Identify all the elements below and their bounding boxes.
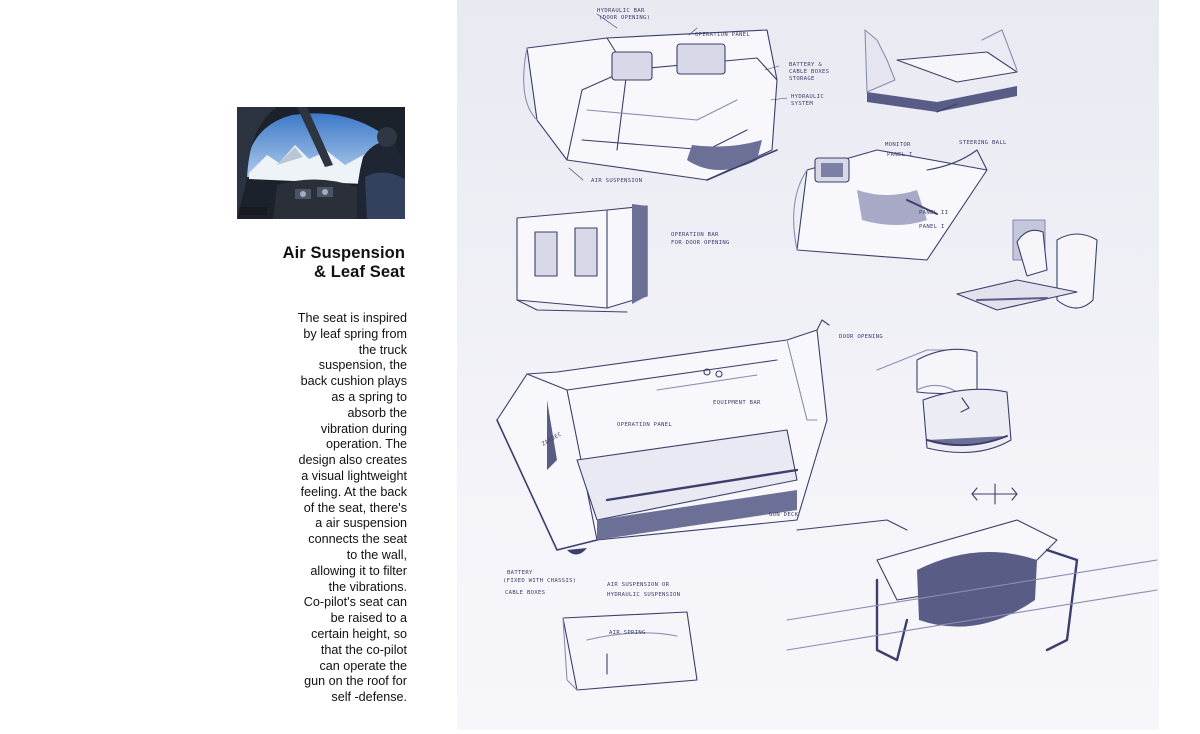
- label-equipment-bar: EQUIPMENT BAR: [713, 400, 761, 406]
- label-panel-1: PANEL I: [887, 152, 913, 158]
- label-cable-boxes: CABLE BOXES: [789, 69, 829, 75]
- paragraph-line: design also creates: [298, 453, 407, 468]
- title-line-2: & Leaf Seat: [314, 263, 405, 281]
- paragraph-line: vibration during: [320, 421, 407, 436]
- label-hydraulic-suspension: HYDRAULIC SUSPENSION: [607, 592, 680, 598]
- paragraph-line: back cushion plays: [300, 374, 407, 389]
- leaf-seat-sketch: [876, 348, 1012, 454]
- label-operation-panel: OPERATION PANEL: [617, 422, 672, 428]
- paragraph-line: a visual lightweight: [301, 468, 407, 483]
- paragraph-line: that the co-pilot: [320, 642, 407, 657]
- label-battery-cable: BATTERY &: [789, 62, 822, 68]
- label-operation-bar: OPERATION BAR: [671, 232, 719, 238]
- paragraph-line: as a spring to: [331, 389, 407, 404]
- label-air-suspension: AIR SUSPENSION: [591, 178, 642, 184]
- label-cable-boxes-2: CABLE BOXES: [505, 590, 545, 596]
- label-fixed-with-chassis: (FIXED WITH CHASSIS): [503, 578, 576, 584]
- label-monitor: MONITOR: [885, 142, 911, 148]
- paragraph-line: the truck: [358, 342, 407, 357]
- label-gun-deck: GUN DECK: [769, 512, 799, 518]
- gun-deck-sketch: [786, 483, 1158, 662]
- label-steering-ball: STEERING BALL: [959, 140, 1007, 146]
- paragraph-line: certain height, so: [311, 626, 407, 641]
- cockpit-console-sketch: [793, 29, 1018, 261]
- paragraph-line: absorb the: [347, 405, 407, 420]
- cockpit-photo: [237, 107, 405, 219]
- label-door-opening-small: (DOOR OPENING): [599, 15, 650, 21]
- label-battery: BATTERY: [507, 570, 533, 576]
- operation-bar-sketch: [516, 204, 648, 313]
- paragraph-line: connects the seat: [308, 532, 407, 547]
- paragraph-line: The seat is inspired: [297, 311, 407, 325]
- paragraph-line: to the wall,: [346, 547, 407, 562]
- section-title: Air Suspension & Leaf Seat: [250, 244, 405, 282]
- paragraph-line: feeling. At the back: [300, 484, 407, 499]
- paragraph-line: a air suspension: [315, 516, 407, 531]
- cabin-module-sketch: [523, 29, 778, 181]
- label-panel-1b: PANEL I: [919, 224, 945, 230]
- paragraph-line: suspension, the: [318, 358, 407, 373]
- label-storage: STORAGE: [789, 76, 815, 82]
- label-for-door-opening: FOR DOOR OPENING: [671, 240, 730, 246]
- paragraph-line: of the seat, there's: [303, 500, 407, 515]
- label-operation-panel-top: OPERATION PANEL: [695, 32, 750, 38]
- air-spring-sketch: [562, 611, 698, 691]
- paragraph-line: allowing it to filter: [310, 563, 407, 578]
- description-paragraph: The seat is inspired by leaf spring from…: [288, 311, 407, 706]
- label-air-spring: AIR SPRING: [609, 630, 646, 636]
- main-cabin-sketch: [496, 319, 830, 555]
- label-hydraulic: HYDRAULIC: [791, 94, 824, 100]
- label-panel-2: PANEL II: [919, 210, 948, 216]
- label-door-opening: DOOR OPENING: [839, 334, 883, 340]
- title-line-1: Air Suspension: [282, 244, 405, 262]
- paragraph-line: operation. The: [326, 437, 407, 452]
- paragraph-line: the vibrations.: [328, 579, 407, 594]
- label-system: SYSTEM: [791, 101, 813, 107]
- label-air-or: AIR SUSPENSION OR: [607, 582, 670, 588]
- label-hydraulic-bar: HYDRAULIC BAR: [597, 8, 645, 14]
- paragraph-line: self -defense.: [331, 690, 407, 705]
- paragraph-line: gun on the roof for: [304, 674, 407, 689]
- paragraph-line: be raised to a: [330, 611, 407, 626]
- paragraph-line: can operate the: [319, 658, 407, 673]
- seat-pair-sketch: [956, 219, 1098, 311]
- paragraph-line: by leaf spring from: [303, 326, 407, 341]
- sketch-sheet: HYDRAULIC BAR (DOOR OPENING) OPERATION P…: [457, 0, 1159, 730]
- paragraph-line: Co-pilot's seat can: [303, 595, 407, 610]
